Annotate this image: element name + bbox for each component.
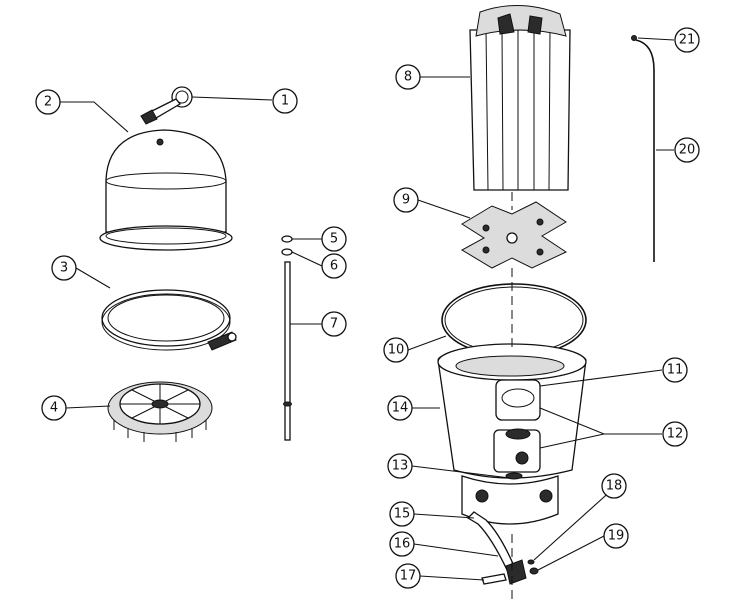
- drain-assembly-part: [466, 511, 539, 585]
- tie-rod-part: [283, 261, 292, 441]
- callout-20: 20: [674, 137, 700, 163]
- callout-2: 2: [35, 89, 61, 115]
- callout-8: 8: [395, 64, 421, 90]
- callout-15: 15: [389, 501, 415, 527]
- tank-body-part: [437, 343, 587, 525]
- callout-17-label: 17: [400, 569, 417, 584]
- pressure-gauge-part: [140, 86, 193, 125]
- callout-14-label: 14: [392, 401, 409, 416]
- callout-9-label: 9: [402, 193, 410, 208]
- callout-3-label: 3: [60, 261, 68, 276]
- callout-7: 7: [321, 311, 347, 337]
- callout-20-label: 20: [679, 143, 696, 158]
- callout-14: 14: [387, 395, 413, 421]
- callout-19: 19: [603, 523, 629, 549]
- callout-4-label: 4: [50, 401, 58, 416]
- callout-15-label: 15: [394, 507, 411, 522]
- callout-4: 4: [41, 395, 67, 421]
- callout-18-label: 18: [606, 479, 623, 494]
- callout-7-label: 7: [330, 317, 338, 332]
- callout-11-label: 11: [667, 363, 684, 378]
- callout-18: 18: [601, 473, 627, 499]
- clamp-ring-part: [101, 289, 237, 351]
- cartridge-base-part: [460, 201, 568, 269]
- callout-8-label: 8: [404, 70, 412, 85]
- callout-21: 21: [674, 27, 700, 53]
- callout-16: 16: [389, 531, 415, 557]
- callout-16-label: 16: [394, 537, 411, 552]
- leader-lines: [60, 37, 675, 581]
- callout-12: 12: [662, 421, 688, 447]
- filter-cartridge-part: [469, 5, 571, 191]
- callout-6-label: 6: [330, 259, 338, 274]
- callout-6: 6: [321, 253, 347, 279]
- filter-lid-part: [99, 129, 233, 251]
- callout-2-label: 2: [44, 95, 52, 110]
- callout-13-label: 13: [392, 459, 409, 474]
- nut-washer-part: [281, 235, 293, 256]
- vent-tube-part: [631, 35, 655, 262]
- callout-1-label: 1: [281, 94, 289, 109]
- callout-1: 1: [272, 88, 298, 114]
- callout-9: 9: [393, 187, 419, 213]
- callout-19-label: 19: [608, 529, 625, 544]
- callout-3: 3: [51, 255, 77, 281]
- callout-5-label: 5: [330, 232, 338, 247]
- callout-5: 5: [321, 226, 347, 252]
- grid-plate-part: [107, 381, 213, 442]
- callout-13: 13: [387, 453, 413, 479]
- callout-10-label: 10: [388, 343, 405, 358]
- internal-fitting-part: [493, 379, 541, 473]
- callout-21-label: 21: [679, 33, 696, 48]
- callout-12-label: 12: [667, 427, 684, 442]
- callout-11: 11: [662, 357, 688, 383]
- callout-10: 10: [383, 337, 409, 363]
- callout-17: 17: [395, 563, 421, 589]
